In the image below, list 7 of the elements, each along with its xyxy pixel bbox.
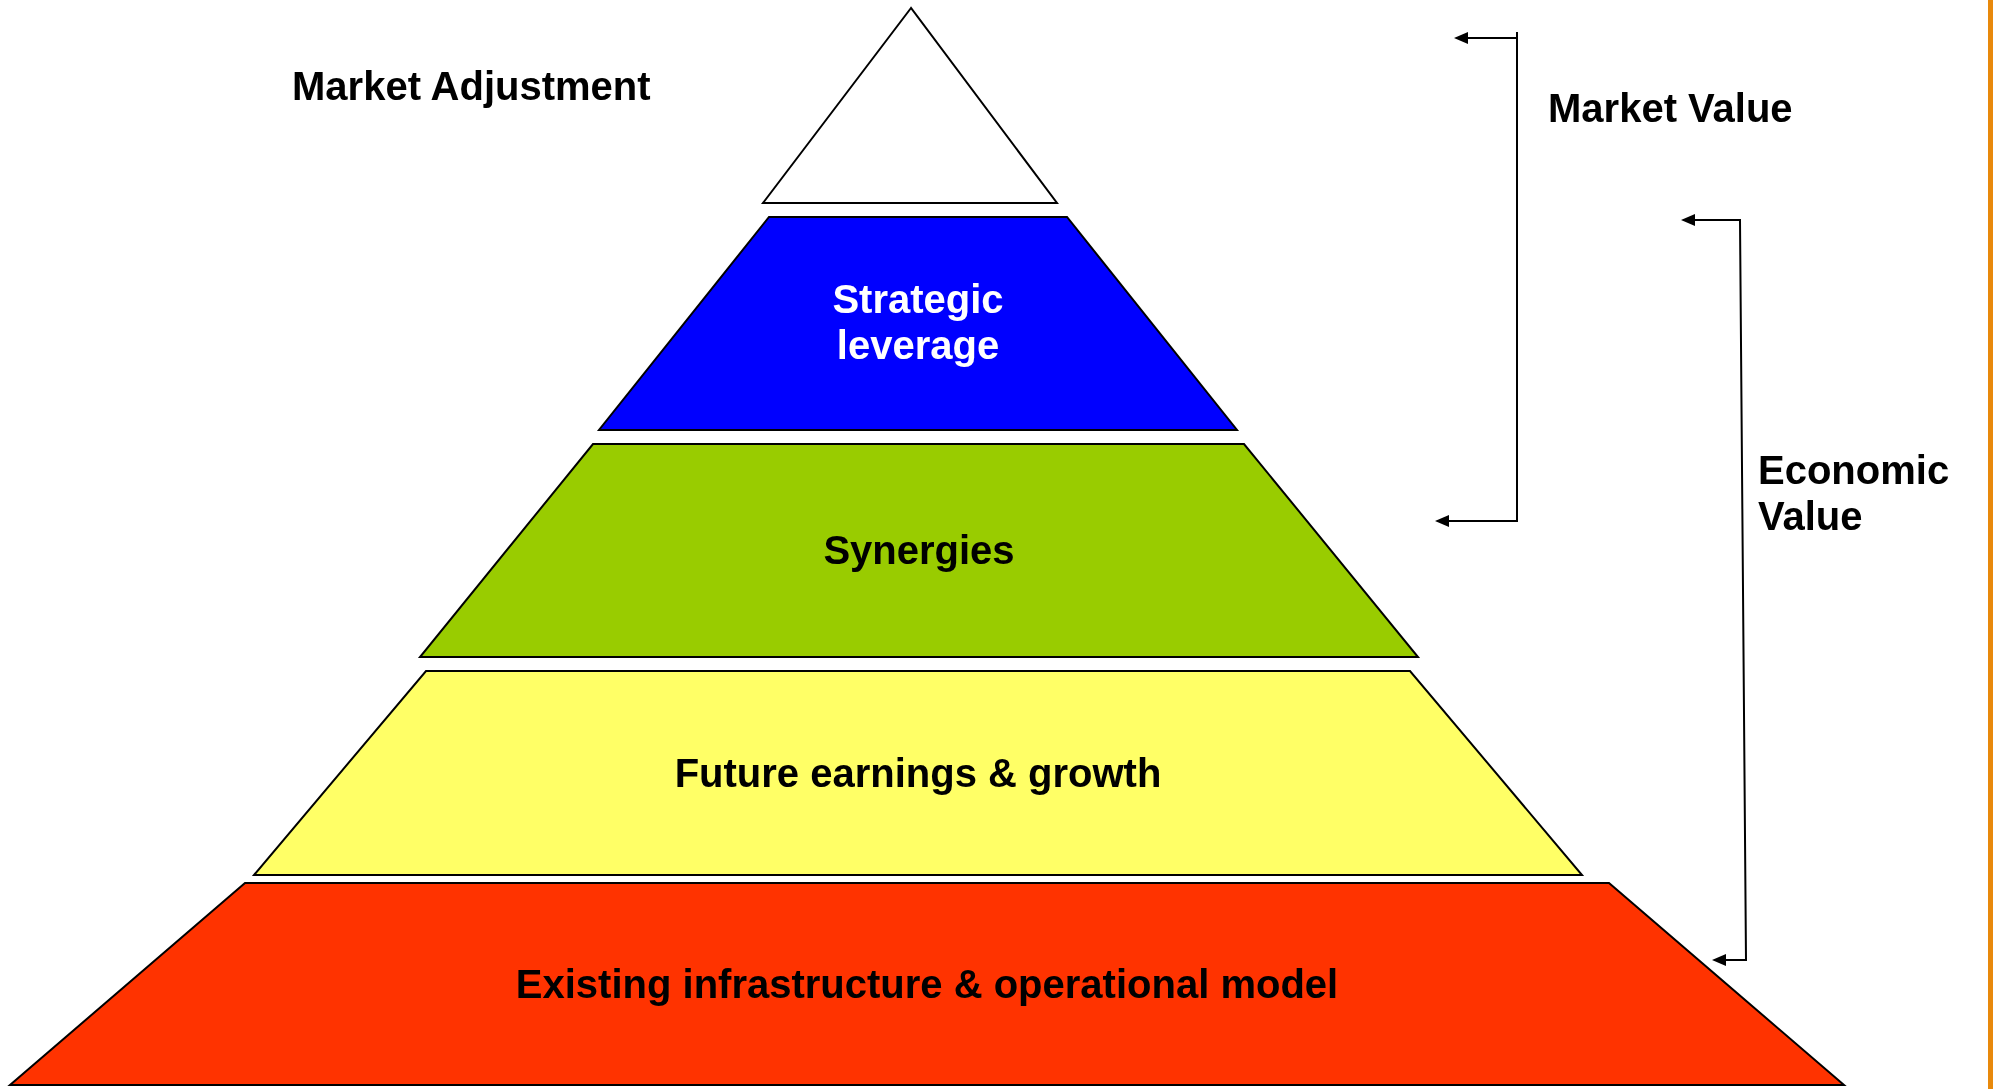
layer-label: Strategic leverage (831, 276, 1005, 368)
layer-label: Future earnings & growth (673, 750, 1163, 796)
bracket-label: Economic Value (1758, 447, 1951, 539)
layer-label: Existing infrastructure & operational model (514, 961, 1340, 1007)
bracket-label: Market Value (1548, 85, 1794, 131)
layer-label: Market Adjustment (292, 63, 652, 109)
layer-label: Synergies (822, 527, 1016, 573)
